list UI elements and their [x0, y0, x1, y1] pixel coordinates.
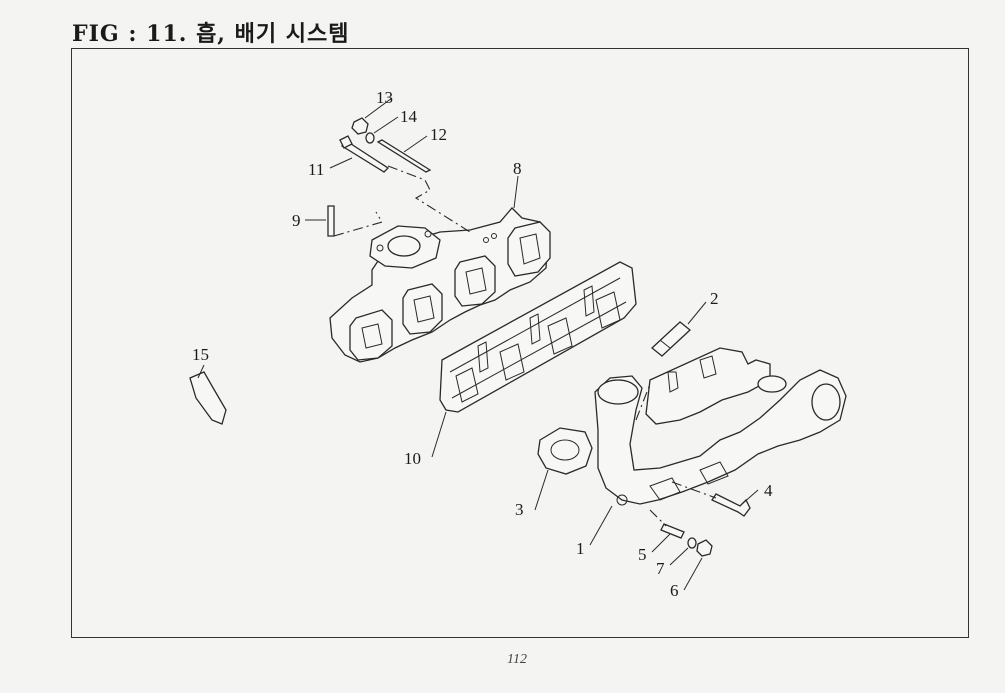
callout-4: 4 [764, 481, 773, 500]
stud-12 [376, 139, 432, 173]
outlet-gasket [537, 427, 593, 475]
figure-title: FIG : 11. 흡, 배기 시스템 [72, 21, 350, 47]
callout-1: 1 [576, 539, 585, 558]
bolt-11 [339, 135, 390, 173]
washer-14 [365, 132, 375, 144]
callout-6: 6 [670, 581, 679, 600]
stud-9 [327, 205, 335, 237]
intake-manifold [594, 347, 847, 506]
callout-14: 14 [400, 107, 418, 126]
callout-8: 8 [513, 159, 522, 178]
callout-3: 3 [515, 500, 524, 519]
exhaust-manifold [329, 207, 551, 363]
callout-11: 11 [308, 160, 324, 179]
callout-9: 9 [292, 211, 301, 230]
bolt-4 [711, 493, 751, 517]
nut-13 [351, 117, 369, 135]
diagram-frame [71, 48, 969, 638]
callout-10: 10 [404, 449, 421, 468]
washer-7 [687, 537, 697, 549]
bracket-15 [189, 371, 227, 425]
nut-6 [696, 539, 713, 557]
stud-5 [660, 523, 685, 539]
callout-2: 2 [710, 289, 719, 308]
pipe-plug-part [651, 321, 691, 357]
page-number: 112 [507, 652, 527, 667]
callout-15: 15 [192, 345, 209, 364]
callout-12: 12 [430, 125, 447, 144]
callout-7: 7 [656, 559, 665, 578]
callout-13: 13 [376, 88, 393, 107]
callout-5: 5 [638, 545, 647, 564]
manifold-gasket-plate [439, 261, 637, 413]
